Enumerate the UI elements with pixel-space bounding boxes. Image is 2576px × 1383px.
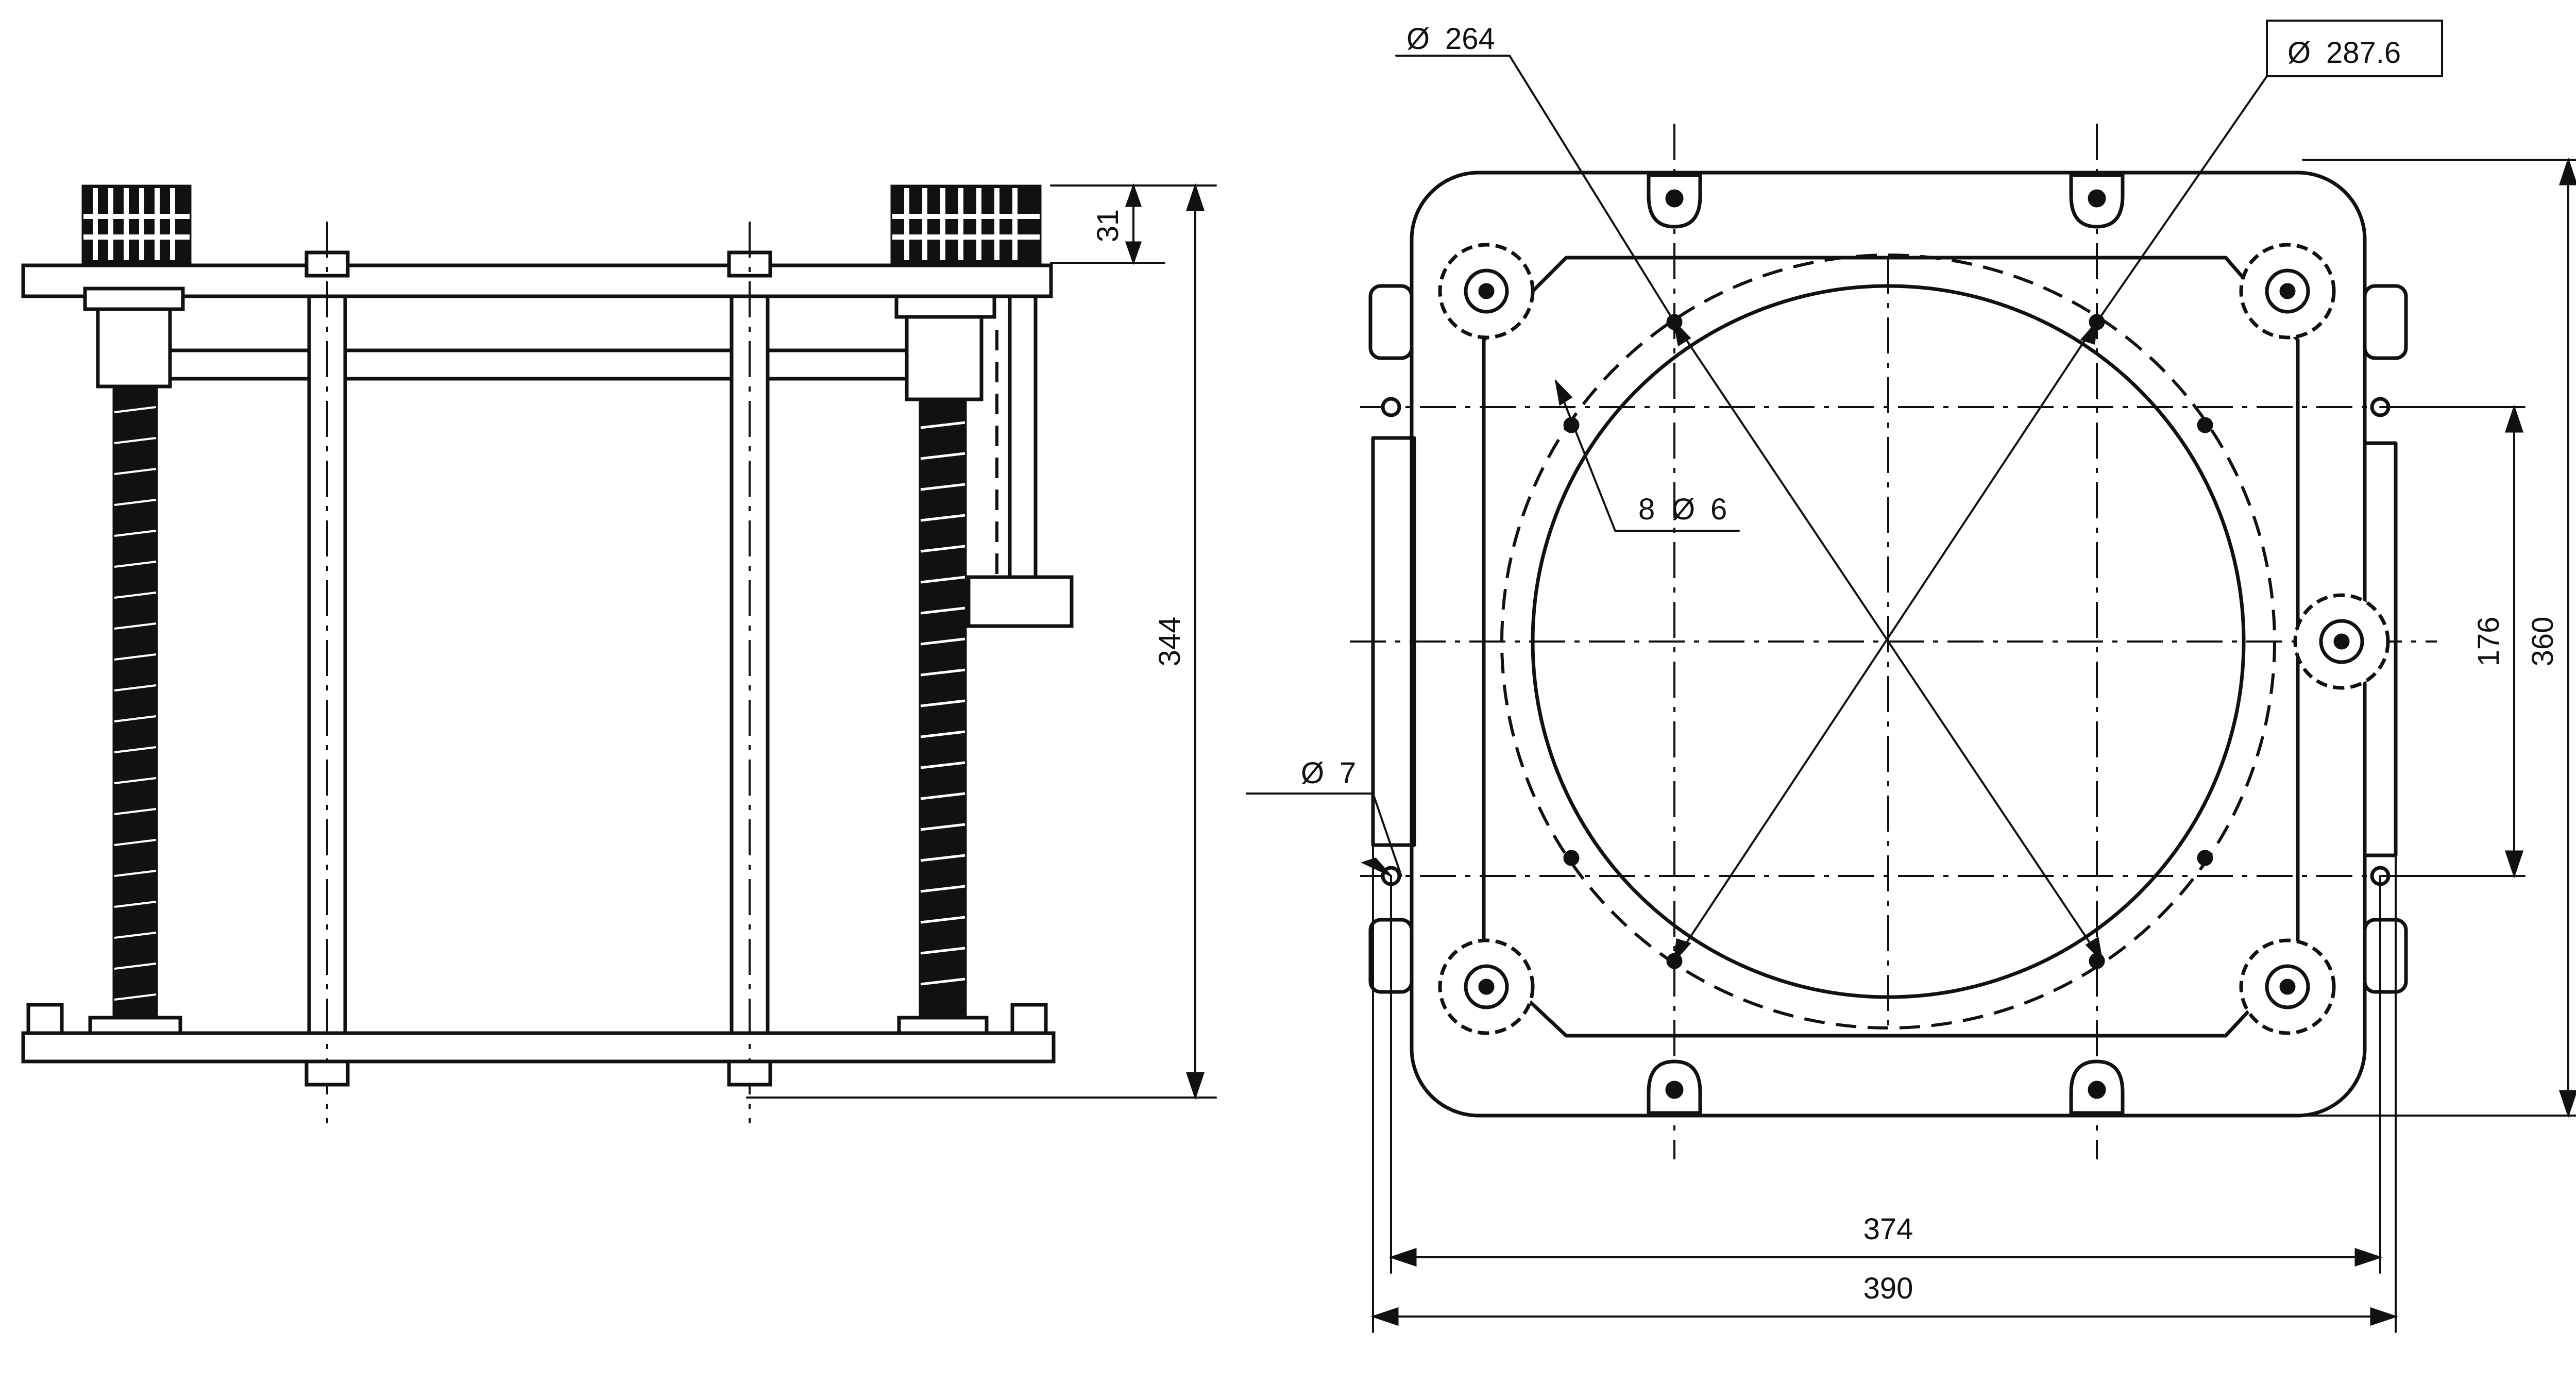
bottom-frame-bar: [21, 1031, 1056, 1064]
edge-bolt-bottom-right: [2069, 1059, 2125, 1115]
svg-text:Ø: Ø: [2287, 36, 2311, 70]
top-frame-bar: [21, 263, 1053, 298]
svg-text:8: 8: [1638, 493, 1655, 526]
bottom-bolt-right: [1010, 1003, 1048, 1035]
svg-text:Ø: Ø: [1406, 22, 1430, 56]
dim-side-height: 344: [1153, 617, 1187, 667]
guide-rod-right: [727, 222, 772, 1123]
bolt-circle-287-6: [1500, 254, 2276, 1030]
plan-dimension-lines: [1246, 20, 2576, 1333]
bottom-bolt-left: [26, 1003, 64, 1035]
dim-hole-spacing-vertical: 176: [2472, 617, 2505, 667]
edge-bolt-top-left: [1647, 173, 1702, 229]
svg-text:6: 6: [1710, 493, 1727, 526]
corner-sprocket-bottom-left: [1438, 938, 1535, 1035]
dim-plan-width: 390: [1863, 1272, 1913, 1305]
svg-text:Ø: Ø: [1672, 493, 1695, 526]
left-gear-stack: [81, 184, 192, 389]
side-view: 31 344: [21, 183, 1217, 1123]
left-threaded-column: [88, 385, 182, 1035]
side-sprocket-right: [2293, 593, 2390, 690]
inner-circle-264: [1531, 284, 2246, 999]
plan-view: Ø 264 Ø 287.6 8 Ø 6 Ø 7 176 360 374 390: [1246, 20, 2576, 1333]
dim-holes-label: 8 Ø 6: [1638, 493, 1727, 526]
svg-text:Ø: Ø: [1301, 756, 1324, 790]
svg-text:264: 264: [1445, 22, 1495, 56]
guide-rod-left: [304, 222, 350, 1123]
dim-top-flange: 31: [1091, 209, 1125, 243]
corner-sprocket-bottom-right: [2239, 938, 2336, 1035]
dim-pin-label: Ø 7: [1301, 756, 1356, 790]
dim-hole-spacing-horizontal: 374: [1863, 1212, 1913, 1246]
right-gear-stack: [890, 184, 1074, 628]
corner-sprocket-top-right: [2239, 243, 2336, 340]
edge-bolt-bottom-left: [1647, 1059, 1702, 1115]
side-dimension-lines: [746, 183, 1217, 1100]
dim-outer-circle-label: Ø 287.6: [2287, 36, 2401, 70]
edge-bolt-top-right: [2069, 173, 2125, 229]
corner-sprocket-top-left: [1438, 243, 1535, 340]
upper-cross-beam: [147, 348, 945, 381]
dim-inner-circle-label: Ø 264: [1406, 22, 1495, 56]
svg-text:287.6: 287.6: [2326, 36, 2401, 70]
right-threaded-column: [897, 398, 989, 1035]
dim-plan-height: 360: [2526, 617, 2560, 667]
svg-text:7: 7: [1340, 756, 1356, 790]
